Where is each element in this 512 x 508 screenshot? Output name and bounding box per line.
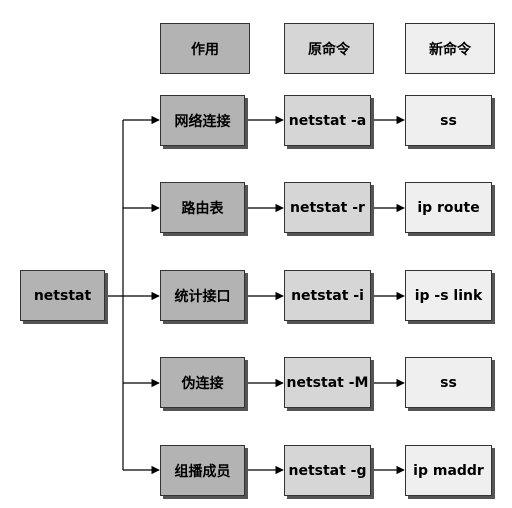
root-netstat: netstat: [20, 270, 105, 321]
header-new-command: 新命令: [405, 23, 495, 74]
new-command-box: ip maddr: [405, 445, 492, 496]
function-box: 伪连接: [160, 357, 245, 408]
function-box: 网络连接: [160, 95, 245, 146]
old-command-box: netstat -g: [284, 445, 371, 496]
old-command-box: netstat -M: [284, 357, 371, 408]
old-command-box: netstat -i: [284, 270, 371, 321]
function-box: 组播成员: [160, 445, 245, 496]
function-box: 路由表: [160, 182, 245, 233]
new-command-box: ip -s link: [405, 270, 492, 321]
header-function: 作用: [160, 23, 250, 74]
new-command-box: ss: [405, 357, 492, 408]
function-box: 统计接口: [160, 270, 245, 321]
old-command-box: netstat -a: [284, 95, 371, 146]
header-old-command: 原命令: [284, 23, 374, 74]
old-command-box: netstat -r: [284, 182, 371, 233]
new-command-box: ip route: [405, 182, 492, 233]
new-command-box: ss: [405, 95, 492, 146]
